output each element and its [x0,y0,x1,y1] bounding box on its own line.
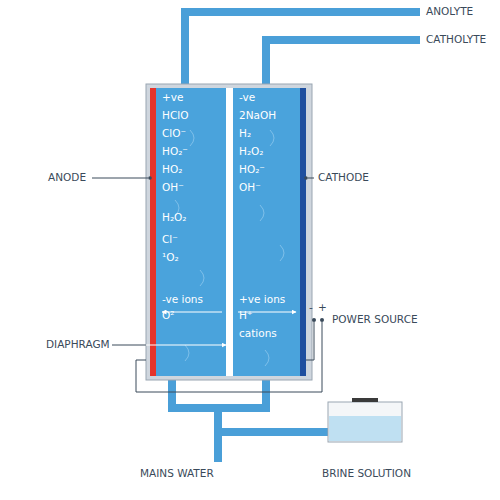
species-label: OH⁻ [239,182,261,194]
part-label: POWER SOURCE [332,314,418,326]
part-label: MAINS WATER [140,468,214,480]
species-label: OH⁻ [162,182,184,194]
part-label: CATHOLYTE [426,34,486,46]
polarity-label: +ve [162,92,183,104]
species-label: cations [239,328,277,340]
species-label: H₂O₂ [239,146,264,158]
species-label: 2NaOH [239,110,276,122]
species-label: H₂ [239,128,251,140]
part-label: ANOLYTE [426,6,473,18]
species-label: H₂O₂ [162,212,187,224]
polarity-label: -ve [239,92,255,104]
species-label: HClO [162,110,188,122]
part-label: - [309,302,313,314]
part-label: CATHODE [318,172,369,184]
anode-chamber: +veHClO ClO⁻ HO₂⁻ HO₂ OH⁻ H₂O₂ Cl⁻ ¹O₂ -ve ionsO… [156,88,226,376]
part-label: ANODE [48,172,86,184]
part-label: DIAPHRAGM [46,339,110,351]
species-label: HO₂⁻ [239,164,265,176]
part-label: + [318,302,327,314]
part-label: BRINE SOLUTION [322,468,411,480]
cathode-chamber: -ve 2NaOH H₂ H₂O₂ HO₂⁻ OH⁻ +ve ionsH⁺ cations [233,88,300,376]
species-label: ¹O₂ [162,252,179,264]
species-label: +ve ions [239,294,285,306]
species-label: -ve ions [162,294,203,306]
species-label: HO₂ [162,164,182,176]
species-label: HO₂⁻ [162,146,188,158]
species-label: ClO⁻ [162,128,186,140]
species-label: H⁺ [239,310,252,322]
species-label: Cl⁻ [162,234,178,246]
species-label: O² [162,310,174,322]
